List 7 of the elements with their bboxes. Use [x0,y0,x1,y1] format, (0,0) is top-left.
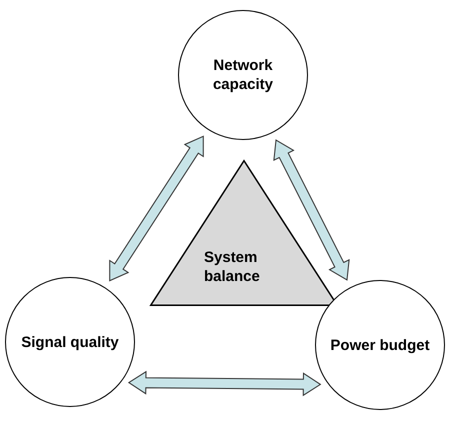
node-label: Power budget [330,336,430,354]
node-label: Signal quality [21,332,119,352]
node-label: Network capacity [212,56,274,94]
double-arrow [109,136,204,282]
node-label: System balance [204,248,261,287]
double-arrow [128,370,322,396]
double-arrow [273,139,350,281]
